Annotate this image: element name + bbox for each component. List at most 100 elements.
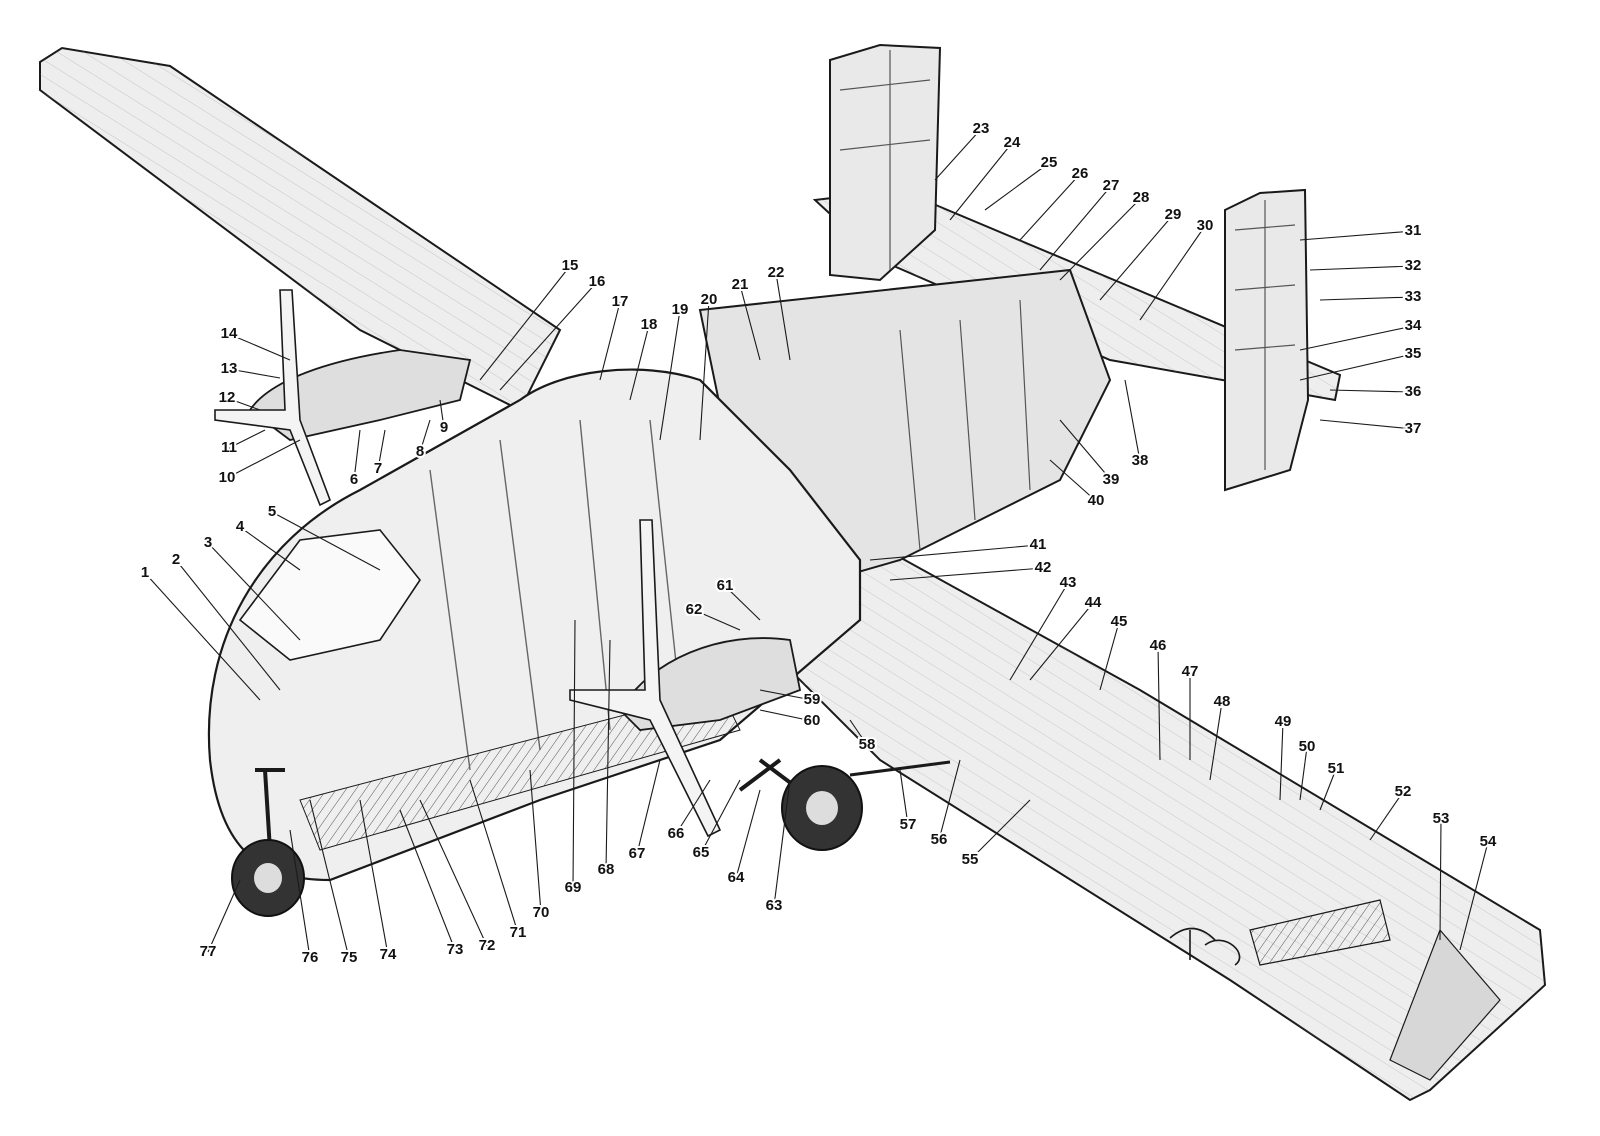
leader-line-7: [377, 429, 386, 470]
wing-tip-structure: [1389, 928, 1501, 1081]
leader-line-45: [1099, 621, 1120, 691]
callout-label-28: 28: [1133, 189, 1150, 206]
cabin-floor: [299, 689, 741, 851]
callout-label-3: 3: [204, 534, 212, 551]
leader-line-30: [1139, 225, 1206, 321]
leader-line-34: [1299, 325, 1414, 351]
leader-line-12: [226, 397, 261, 411]
leader-line-16: [499, 281, 598, 391]
callout-label-65: 65: [693, 844, 710, 861]
leader-line-2: [175, 559, 281, 691]
leader-line-51: [1319, 768, 1337, 811]
leader-line-76: [289, 829, 311, 959]
leader-line-67: [636, 759, 661, 855]
leader-line-73: [399, 809, 456, 951]
callout-label-22: 22: [768, 264, 785, 281]
leader-line-49: [1279, 721, 1284, 801]
leader-line-33: [1319, 296, 1414, 301]
callout-label-66: 66: [668, 825, 685, 842]
leader-line-11: [228, 429, 266, 449]
callout-label-2: 2: [172, 551, 180, 568]
nose-wheel-hub: [254, 863, 282, 893]
leader-line-21: [739, 284, 761, 361]
leader-line-6: [353, 429, 361, 481]
callout-label-7: 7: [374, 460, 382, 477]
right-fin: [1224, 188, 1310, 492]
callout-label-19: 19: [672, 301, 689, 318]
callout-label-23: 23: [973, 120, 990, 137]
callout-label-25: 25: [1041, 154, 1058, 171]
leader-line-24: [949, 142, 1013, 221]
leader-line-69: [572, 619, 576, 889]
callout-label-76: 76: [302, 949, 319, 966]
callout-label-40: 40: [1088, 492, 1105, 509]
artist-signature: [1169, 927, 1241, 966]
leader-line-58: [849, 719, 868, 746]
callout-label-54: 54: [1480, 833, 1497, 850]
callout-label-52: 52: [1395, 783, 1412, 800]
callout-label-20: 20: [701, 291, 718, 308]
callout-label-14: 14: [221, 325, 238, 342]
leader-line-63: [773, 779, 791, 907]
callout-label-74: 74: [380, 946, 397, 963]
leader-line-53: [1439, 818, 1442, 941]
callout-label-47: 47: [1182, 663, 1199, 680]
callout-label-63: 63: [766, 897, 783, 914]
left-propeller: [214, 289, 332, 507]
leader-line-44: [1029, 602, 1094, 681]
callout-label-33: 33: [1405, 288, 1422, 305]
callout-label-15: 15: [562, 257, 579, 274]
callout-label-69: 69: [565, 879, 582, 896]
callout-label-68: 68: [598, 861, 615, 878]
callout-label-16: 16: [589, 273, 606, 290]
callout-labels: 1234567891011121314151617181920212223242…: [139, 118, 1499, 968]
nose-gear-strut: [255, 768, 285, 851]
leader-line-39: [1059, 419, 1112, 481]
callout-label-37: 37: [1405, 420, 1422, 437]
leader-line-60: [759, 709, 813, 722]
callout-label-77: 77: [200, 943, 217, 960]
leader-line-61: [724, 585, 761, 621]
left-fin: [829, 43, 942, 282]
callout-label-73: 73: [447, 941, 464, 958]
leader-line-42: [889, 567, 1044, 581]
callout-label-53: 53: [1433, 810, 1450, 827]
leader-line-19: [659, 309, 681, 441]
callout-label-5: 5: [268, 503, 276, 520]
leader-line-43: [1009, 582, 1069, 681]
callout-label-55: 55: [962, 851, 979, 868]
callout-label-48: 48: [1214, 693, 1231, 710]
cockpit-glazing: [238, 529, 421, 661]
callout-label-10: 10: [219, 469, 236, 486]
leader-line-8: [419, 419, 431, 453]
callout-label-60: 60: [804, 712, 821, 729]
callout-label-72: 72: [479, 937, 496, 954]
leader-line-20: [699, 299, 710, 441]
callout-label-34: 34: [1405, 317, 1422, 334]
leader-line-26: [1019, 173, 1081, 241]
callout-label-46: 46: [1150, 637, 1167, 654]
wing-tank-vent: [1249, 899, 1391, 966]
callout-label-29: 29: [1165, 206, 1182, 223]
leader-line-64: [735, 789, 761, 879]
callout-label-64: 64: [728, 869, 745, 886]
leader-line-38: [1124, 379, 1141, 462]
leader-line-15: [479, 265, 571, 381]
right-propeller: [569, 519, 722, 838]
leader-line-50: [1299, 746, 1308, 801]
callout-label-27: 27: [1103, 177, 1120, 194]
left-fin-structure: [839, 50, 931, 270]
leader-line-59: [759, 689, 813, 701]
callout-label-6: 6: [350, 471, 358, 488]
leader-line-23: [934, 128, 982, 181]
leader-line-13: [228, 368, 281, 379]
callout-label-62: 62: [686, 601, 703, 618]
leader-line-75: [309, 799, 350, 959]
leader-line-36: [1329, 389, 1414, 393]
callout-leader-lines: [144, 128, 1489, 959]
callout-label-56: 56: [931, 831, 948, 848]
leader-line-10: [226, 439, 301, 479]
callout-label-51: 51: [1328, 760, 1345, 777]
leader-line-25: [984, 162, 1050, 211]
callout-label-4: 4: [236, 518, 245, 535]
